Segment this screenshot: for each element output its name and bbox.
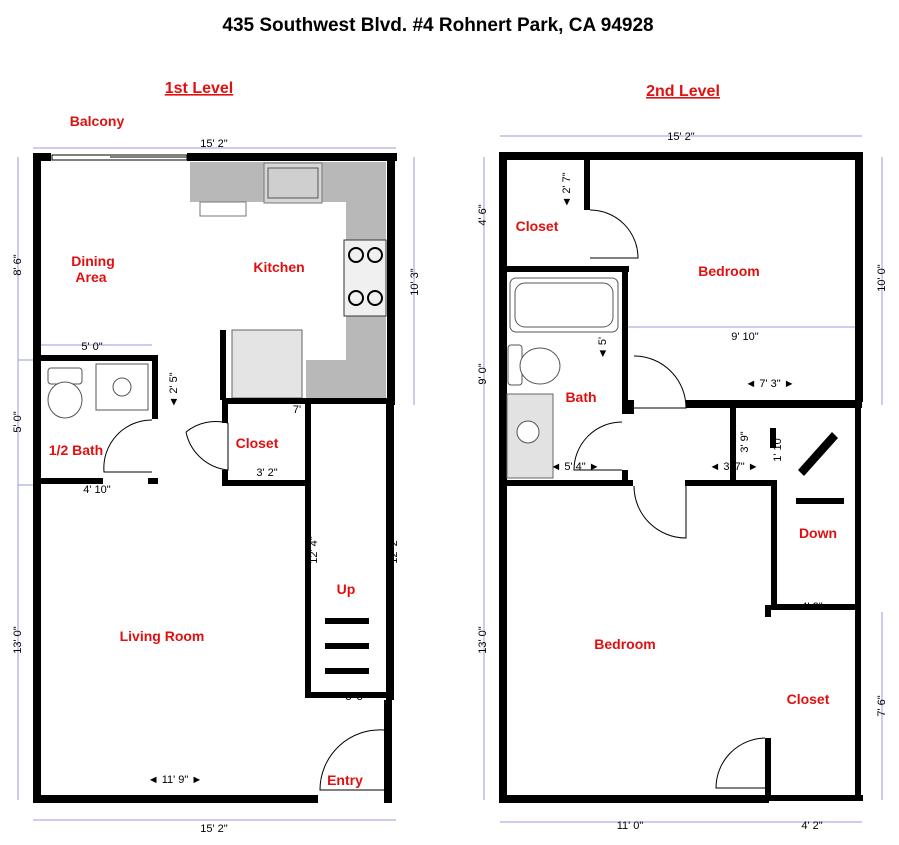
room-label-up: Up (337, 581, 356, 597)
kitchen-counters (190, 162, 387, 399)
room-label-half-bath: 1/2 Bath (49, 442, 103, 458)
dim2-left-top: 4' 6" (477, 204, 489, 225)
dim2-left-mid: 9' 0" (477, 363, 489, 384)
first-level-doors (103, 419, 385, 791)
dim2-stair-width: 4' 2" (801, 601, 822, 613)
dim2-hall-closet: 1' 10" (772, 434, 784, 462)
room-label-closet: Closet (236, 435, 279, 451)
room-label-dining-area: Area (75, 269, 106, 285)
dim2-right-lower: 7' 6" (876, 695, 888, 716)
dim-stair-side: 12' 4" (308, 536, 320, 564)
second-level-doors (573, 209, 766, 789)
dim-stair-right: 12' 2" (388, 536, 400, 564)
dim2-bottom-right: 4' 2" (801, 820, 822, 832)
second-level-stairs (770, 428, 844, 504)
dim-bath-door: ◄ 2' 5" (168, 372, 180, 407)
room-label-down: Down (799, 525, 837, 541)
dim-left-mid: 5' 0" (12, 411, 24, 432)
dim-right-upper: 10' 3" (409, 268, 421, 296)
dim-left-lower: 13' 0" (12, 626, 24, 654)
first-level-stairs (325, 618, 369, 674)
second-level-walls (499, 152, 863, 803)
half-bath-fixtures (47, 363, 149, 419)
room-label-dining: Dining (71, 253, 115, 269)
first-level-heading: 1st Level (165, 80, 233, 97)
dim2-top-width: 15' 2" (667, 131, 695, 143)
first-level: 1st Level (12, 80, 421, 835)
room-label-balcony: Balcony (70, 113, 125, 129)
room-label-entry: Entry (327, 772, 363, 788)
dim2-closet-door: ◄ 2' 7" (561, 172, 573, 207)
dim2-bath-v: ◄ 5' (597, 337, 609, 359)
room-label-bath: Bath (565, 389, 596, 405)
dim-bath-width: 5' 0" (81, 341, 102, 353)
dim-bottom-width: 15' 2" (200, 823, 228, 835)
second-level-heading: 2nd Level (646, 83, 720, 100)
dim-stair-bottom: 3' 3" (345, 691, 366, 703)
dim2-hall-v: 3' 9" (739, 431, 751, 452)
first-level-dimension-lines (17, 147, 415, 821)
balcony-slider (51, 154, 188, 161)
dim2-right-top: 10' 0" (876, 264, 888, 292)
dim-bath-bottom: 4' 10" (83, 484, 111, 496)
dim2-bottom-left: 11' 0" (617, 820, 644, 832)
dim2-left-lower: 13' 0" (477, 626, 489, 654)
room-label-bedroom-top: Bedroom (698, 263, 759, 279)
dim2-bed-width: 9' 10" (731, 331, 759, 343)
room-label-closet-bottom: Closet (787, 691, 830, 707)
refrigerator (231, 329, 303, 399)
first-level-walls (33, 153, 397, 803)
page-title: 435 Southwest Blvd. #4 Rohnert Park, CA … (222, 15, 653, 36)
dim-closet-width: 3' 2" (256, 467, 277, 479)
dim-closet-depth: 7' (293, 404, 301, 416)
second-level: 2nd Level (477, 83, 888, 832)
room-label-closet-top: Closet (516, 218, 559, 234)
dim-living-width: ◄ 11' 9" ► (148, 774, 202, 786)
room-label-bedroom-bottom: Bedroom (594, 636, 655, 652)
room-label-living-room: Living Room (120, 628, 205, 644)
room-label-kitchen: Kitchen (253, 259, 304, 275)
dim2-hall-width: ◄ 3' 7" ► (709, 461, 758, 473)
bath-fixtures (506, 277, 619, 479)
dim2-bed-inner: ◄ 7' 3" ► (745, 378, 794, 390)
dim2-bath-width: ◄ 5' 4" ► (550, 461, 599, 473)
second-level-dimension-lines (483, 135, 883, 823)
dim-top-width: 15' 2" (200, 138, 228, 150)
dim-left-upper: 8' 6" (12, 254, 24, 275)
